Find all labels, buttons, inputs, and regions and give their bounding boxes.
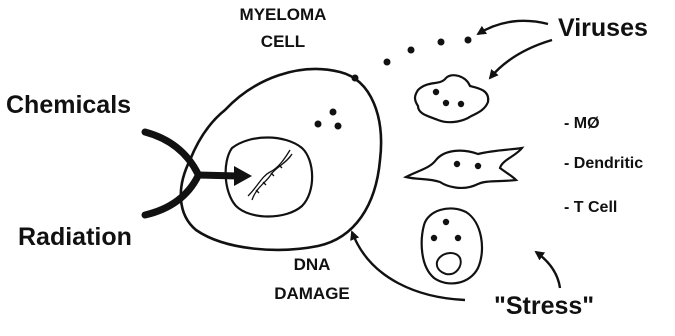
dendritic-cell <box>406 148 522 188</box>
macrophage-label: - MØ <box>564 116 600 132</box>
chemicals-label: Chemicals <box>6 93 131 118</box>
cytoplasm-dots <box>315 109 342 130</box>
stress-arrow-right <box>536 252 560 288</box>
viruses-arrow-upper <box>478 21 548 34</box>
t-cell-nucleus <box>437 253 461 274</box>
t-cell-dots <box>431 219 461 241</box>
t-cell-label: - T Cell <box>564 200 617 216</box>
myeloma-cell-label-line2: CELL <box>228 33 338 50</box>
macrophage-dots <box>433 89 464 107</box>
dna-damage-label-line2: DAMAGE <box>252 285 372 302</box>
chemicals-radiation-arrowhead <box>234 166 252 186</box>
dna-damage-label: DNA DAMAGE <box>252 256 372 302</box>
myeloma-cell-label: MYELOMA CELL <box>228 6 338 50</box>
myeloma-cell-membrane <box>181 69 381 250</box>
radiation-label: Radiation <box>18 225 132 250</box>
dendritic-label: - Dendritic <box>564 156 643 172</box>
t-cell <box>422 208 482 283</box>
macrophage-cell <box>415 75 488 122</box>
dna-damage-label-line1: DNA <box>252 256 372 273</box>
dna-helix-icon <box>248 150 292 200</box>
dendritic-dots <box>454 161 481 169</box>
stress-label: "Stress" <box>494 294 594 319</box>
viruses-arrow-lower <box>490 40 552 78</box>
chemicals-radiation-arrows <box>145 132 238 215</box>
viruses-label: Viruses <box>558 16 648 41</box>
myeloma-cell-label-line1: MYELOMA <box>228 6 338 23</box>
